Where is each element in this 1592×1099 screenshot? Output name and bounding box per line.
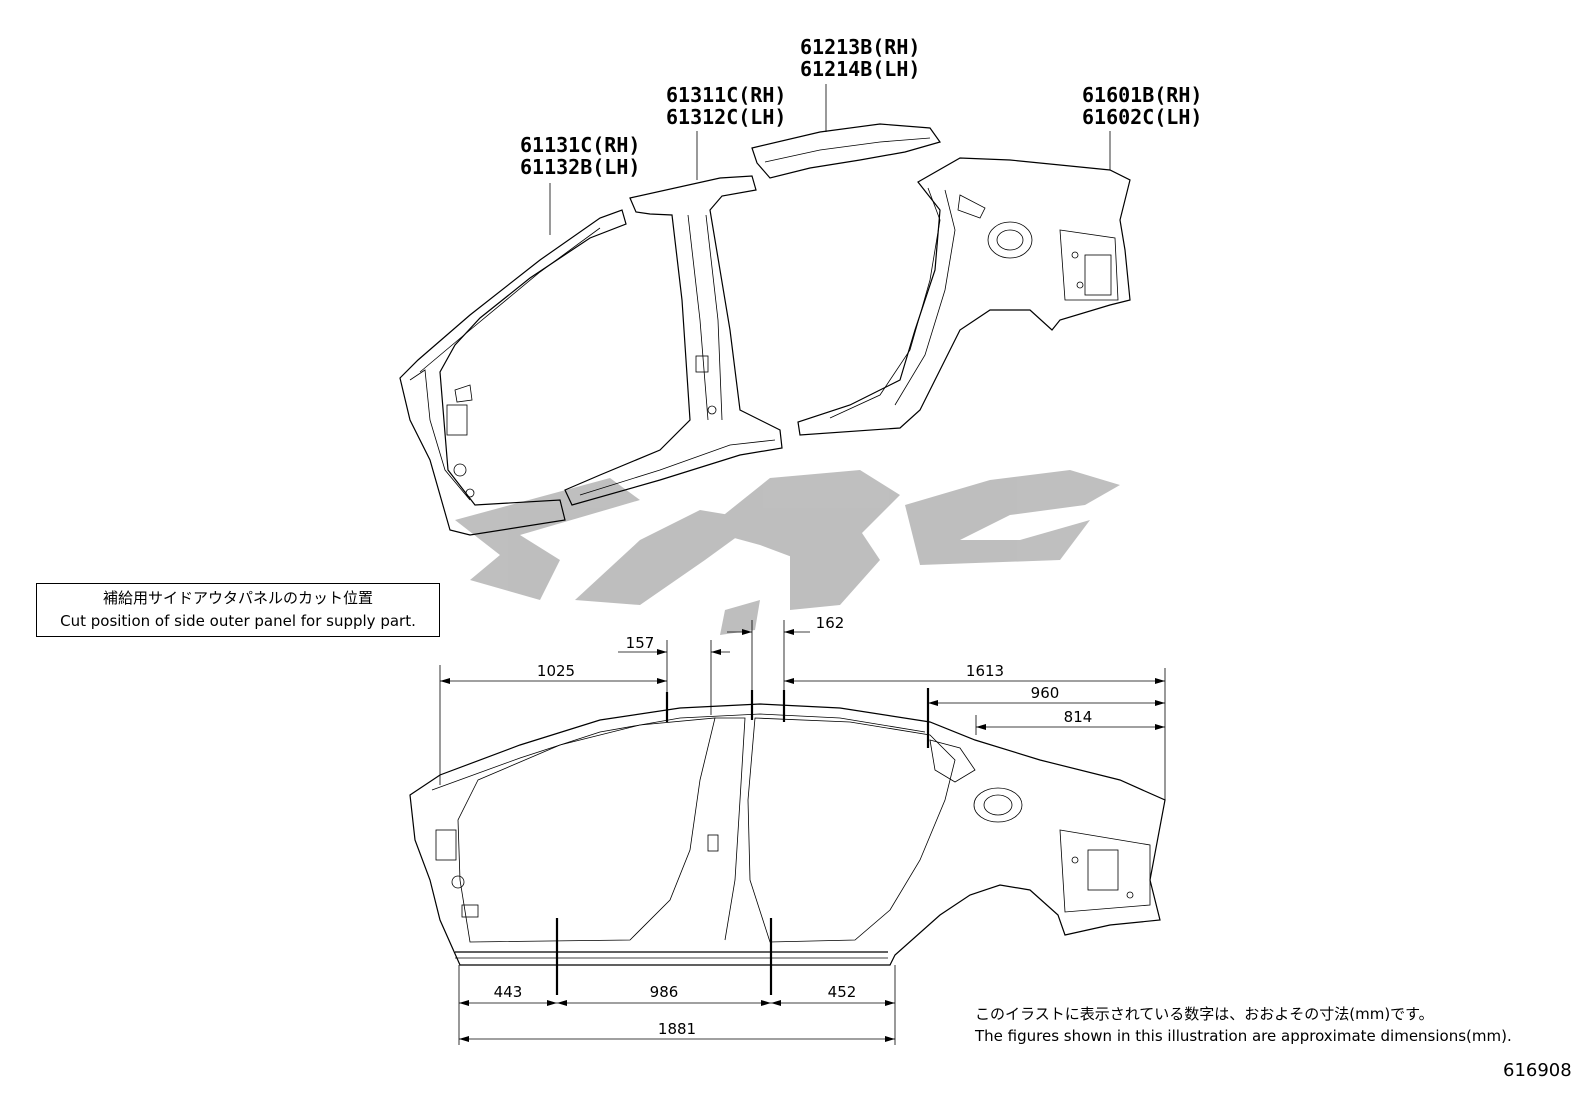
label-roof-rail-lh: 61214B(LH) [800,57,920,81]
assembled-view [409,703,1166,966]
dim-452: 452 [828,983,857,1001]
cut-position-caption: 補給用サイドアウタパネルのカット位置 Cut position of side … [36,583,440,637]
dim-960: 960 [1031,684,1060,702]
dim-986: 986 [650,983,679,1001]
note-japanese: このイラストに表示されている数字は、おおよその寸法(mm)です。 [975,1005,1434,1023]
note-english: The figures shown in this illustration a… [975,1027,1512,1045]
figure-id: 616908 [1503,1060,1572,1081]
front-pillar-piece [399,209,627,536]
caption-english: Cut position of side outer panel for sup… [60,612,416,630]
cut-lines [555,688,930,995]
dim-1881: 1881 [658,1020,696,1038]
dim-162: 162 [816,614,845,632]
dim-1025: 1025 [537,662,575,680]
label-quarter-panel-lh: 61602C(LH) [1082,105,1202,129]
label-center-pillar-lh: 61312C(LH) [666,105,786,129]
caption-japanese: 補給用サイドアウタパネルのカット位置 [102,589,373,607]
label-quarter-panel-rh: 61601B(RH) [1082,83,1202,107]
exploded-view [399,84,1131,536]
dimension-note: このイラストに表示されている数字は、おおよその寸法(mm)です。 The fig… [975,1003,1512,1047]
dim-443: 443 [494,983,523,1001]
dim-1613: 1613 [966,662,1004,680]
label-roof-rail-rh: 61213B(RH) [800,35,920,59]
label-front-pillar-lh: 61132B(LH) [520,155,640,179]
dimension-lines [439,620,1166,1045]
center-pillar-piece [564,175,783,506]
dim-814: 814 [1064,708,1093,726]
roof-rail-piece [751,123,941,179]
watermark-logo [455,470,1120,635]
label-center-pillar-rh: 61311C(RH) [666,83,786,107]
label-front-pillar-rh: 61131C(RH) [520,133,640,157]
dim-157: 157 [626,634,655,652]
quarter-panel-piece [797,157,1131,436]
